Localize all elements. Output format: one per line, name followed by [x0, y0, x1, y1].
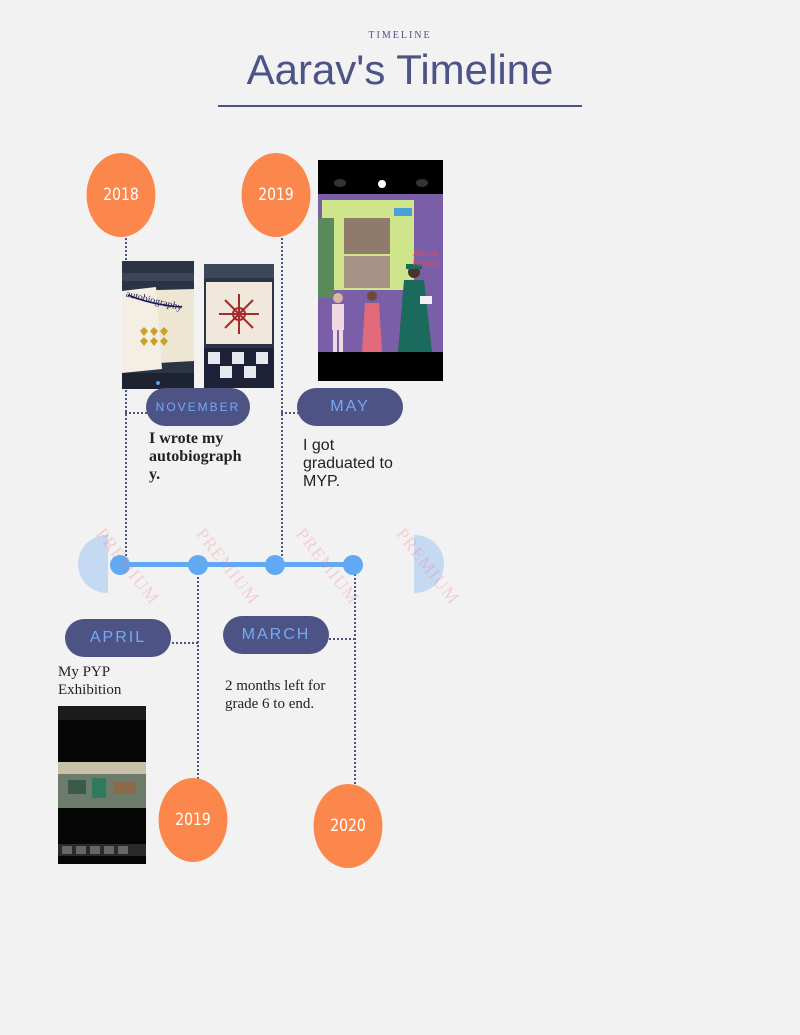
month-label: APRIL: [89, 629, 147, 646]
month-label: MAY: [330, 398, 370, 415]
event-text-march: 2 months left for grade 6 to end.: [225, 678, 326, 712]
connector-2018: [125, 238, 127, 568]
title-underline: [218, 105, 582, 107]
event-text-april: My PYP Exhibition: [58, 664, 122, 698]
month-label: NOVEMBER: [155, 400, 241, 414]
photo-pyp-exhibition: [58, 706, 146, 864]
photo-snowflake-cushion: [204, 264, 274, 388]
axis-node-2020: [343, 555, 363, 575]
photo-autobiography-notebook: autobiography: [122, 261, 194, 389]
connector-may: [281, 412, 299, 414]
month-pill-november: NOVEMBER: [146, 388, 250, 426]
connector-2019-top: [281, 238, 283, 568]
month-pill-march: MARCH: [223, 616, 329, 654]
year-label: 2020: [330, 816, 366, 836]
year-label: 2018: [103, 185, 139, 205]
timeline-axis: [120, 562, 354, 567]
photo-graduation-stage: Aarav Kapur: [318, 160, 443, 381]
connector-april: [172, 642, 198, 644]
connector-november: [125, 412, 147, 414]
axis-node-2019-april: [188, 555, 208, 575]
month-pill-april: APRIL: [65, 619, 171, 657]
stage-caption: Aarav Kapur: [413, 248, 440, 268]
year-circle-2019-top: 2019: [241, 153, 311, 237]
event-text-may: I got graduated to MYP.: [303, 437, 393, 490]
connector-2019-bottom: [197, 566, 199, 782]
connector-march: [329, 638, 355, 640]
page-title: Aarav's Timeline: [246, 46, 554, 93]
year-label: 2019: [175, 810, 211, 830]
page-kicker: TIMELINE: [368, 30, 432, 41]
connector-2020: [354, 566, 356, 788]
month-pill-may: MAY: [297, 388, 403, 426]
year-circle-2019-bottom: 2019: [158, 778, 228, 862]
axis-node-2018: [110, 555, 130, 575]
event-text-november: I wrote my autobiograph y.: [149, 430, 242, 483]
year-circle-2020: 2020: [313, 784, 383, 868]
year-circle-2018: 2018: [86, 153, 156, 237]
month-label: MARCH: [241, 626, 311, 643]
axis-node-2019-may: [265, 555, 285, 575]
year-label: 2019: [258, 185, 294, 205]
